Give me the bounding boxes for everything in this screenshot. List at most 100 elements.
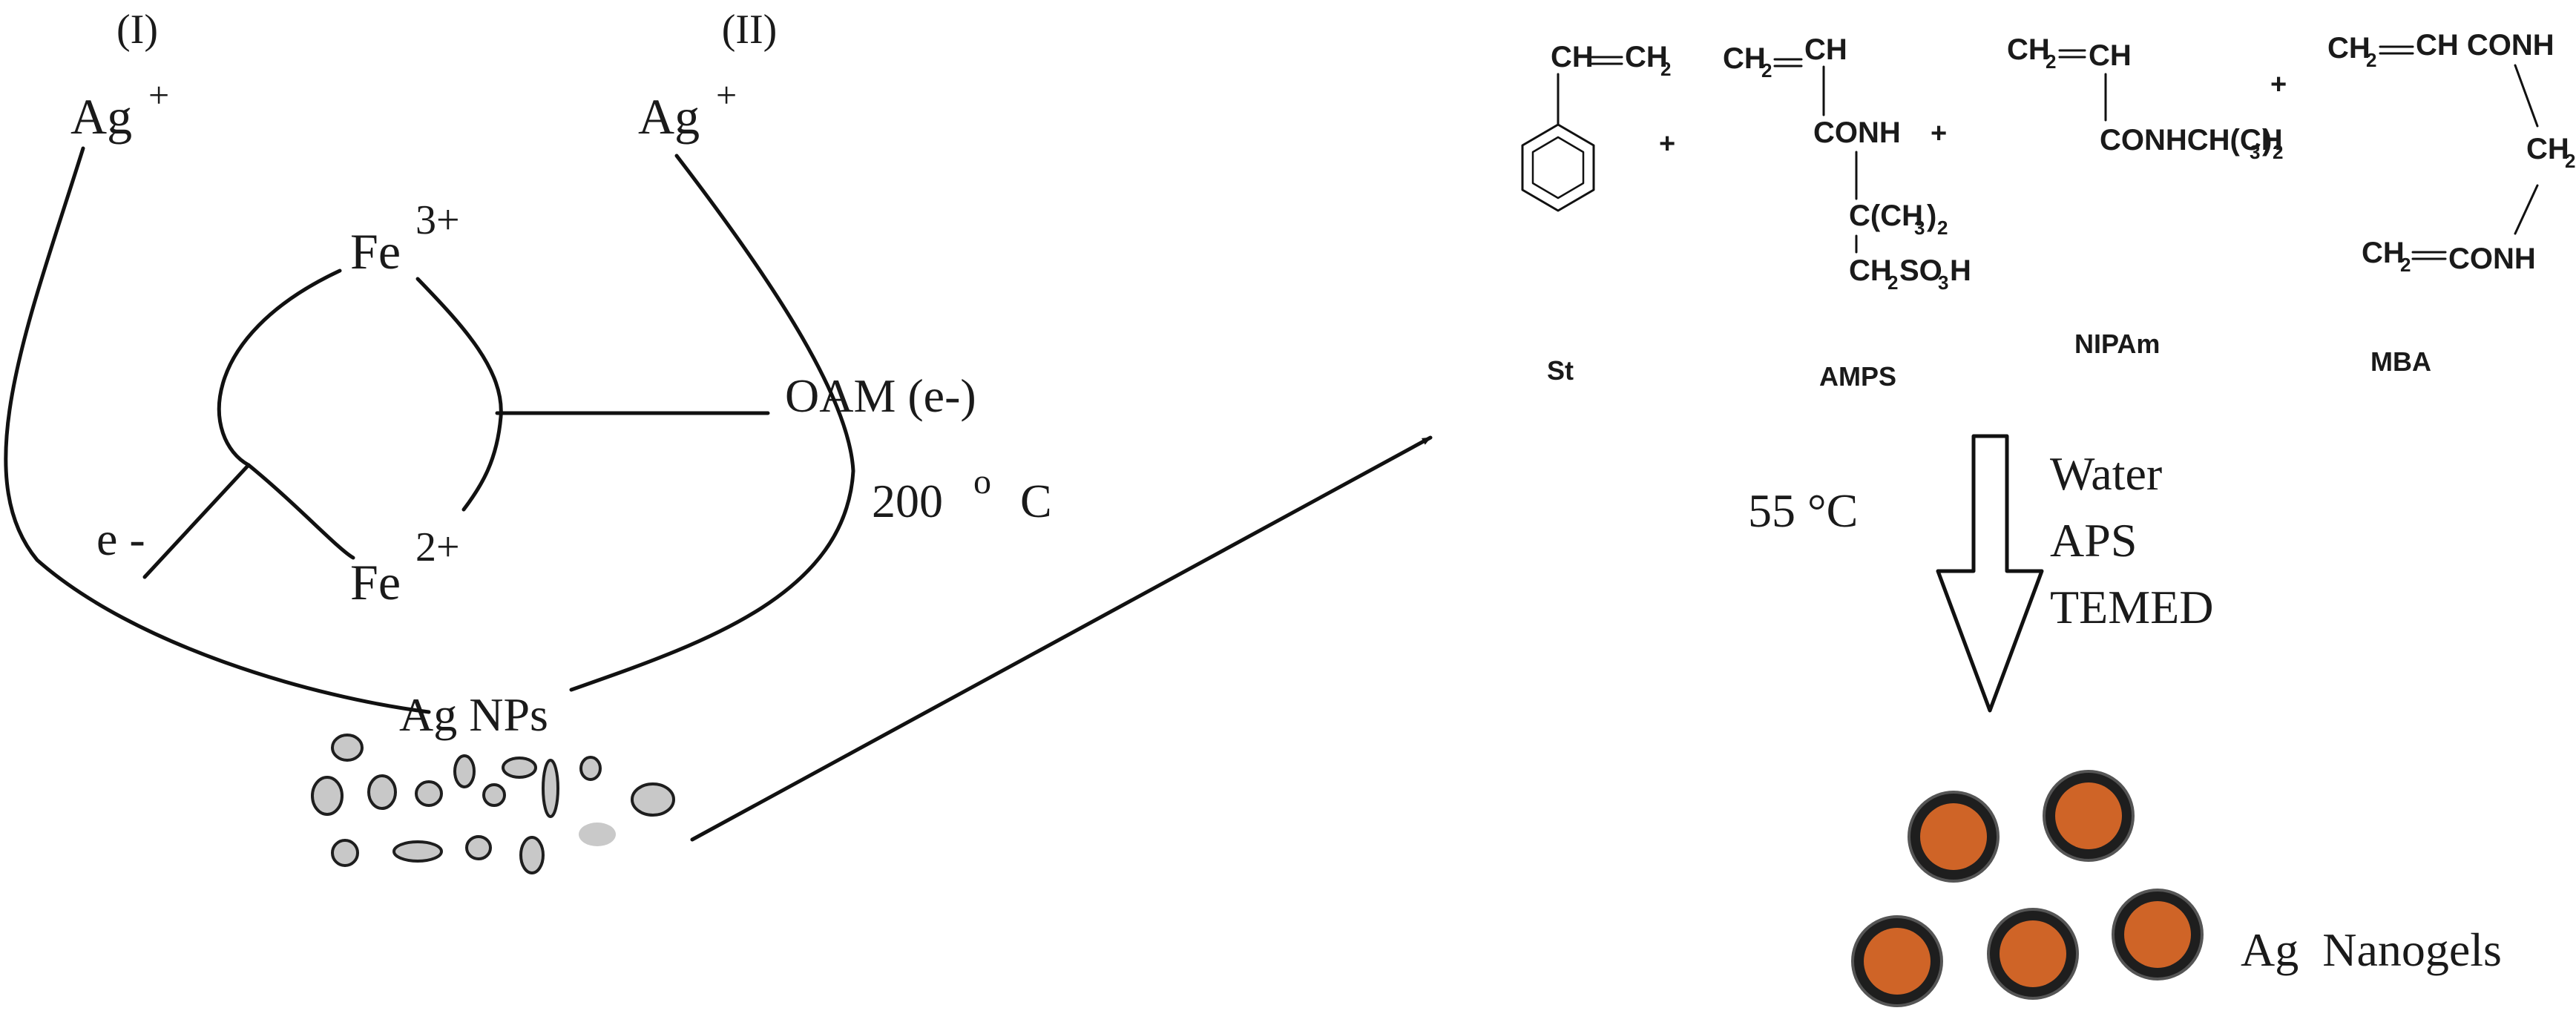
amps-ch2so3h-c: H (1950, 254, 1971, 287)
amps-top-ch2: CH (1723, 42, 1766, 75)
nipam-top-ch2-sub: 2 (2046, 50, 2056, 73)
fe2-symbol: Fe (350, 554, 401, 610)
styrene-structure: CH CH 2 St (1521, 41, 1671, 386)
st-vinyl-ch: CH (1551, 41, 1594, 73)
nipam-amide-sub2: 2 (2273, 141, 2283, 163)
mba-bottom-ch2: CH (2362, 237, 2405, 269)
mba-structure: CH 2 CH CONH CH 2 CH 2 CONH MBA (2327, 29, 2575, 377)
route-1-label: (I) (116, 7, 158, 53)
mba-bond (2514, 64, 2539, 128)
ag-nanoparticle (482, 783, 506, 807)
amps-c-group: C(CH (1849, 200, 1923, 232)
nipam-amide-sub: 3 (2250, 141, 2260, 163)
reagent-temed: TEMED (2050, 581, 2213, 633)
mba-bond (2514, 184, 2539, 235)
fe3-symbol: Fe (350, 223, 401, 280)
st-name: St (1547, 355, 1574, 386)
route-1-path (4, 146, 431, 714)
ag-ion-1-charge: + (148, 74, 169, 116)
ag-nanoparticle (392, 840, 443, 863)
ag-nanoparticle (415, 780, 443, 807)
amps-c-group-sub: 3 (1914, 217, 1925, 239)
ag-nps-synthesis: (I) (II) Ag + Ag + Fe 3+ Fe 2+ e - OAM (… (4, 7, 1433, 874)
ag-ion-2-symbol: Ag (638, 88, 700, 145)
ag-nps-label: Ag NPs (399, 688, 548, 741)
nanogel-particle-core (2055, 782, 2122, 849)
oam-label: OAM (e-) (785, 369, 976, 422)
plus-sign: + (1931, 118, 1947, 149)
ag-nanoparticle (331, 839, 359, 867)
benzene-ring (1521, 123, 1595, 212)
nanogel-particle-core (1864, 928, 1931, 995)
amps-ch2so3h-b: SO (1899, 254, 1942, 287)
plus-sign: + (2270, 69, 2287, 100)
ag-nanogels-label: Ag Nanogels (2241, 923, 2502, 976)
reagent-water: Water (2050, 447, 2162, 500)
ag-nanoparticle (542, 759, 559, 818)
ag-nanoparticle-faint (579, 823, 616, 846)
fe2-ion: Fe 2+ (350, 524, 460, 610)
fe-cycle-left-arc (217, 268, 355, 560)
temperature-55: 55 °C (1748, 484, 1858, 537)
ag-nanoparticle (453, 754, 476, 788)
electron-label: e - (96, 512, 145, 565)
nipam-top-ch: CH (2089, 39, 2132, 72)
nanogel-particle-core (2124, 901, 2191, 968)
ag-nanoparticle (502, 757, 537, 779)
temperature-200-unit: C (1020, 475, 1052, 527)
electron-link (142, 463, 251, 579)
ag-nanogels: Ag Nanogels (1851, 770, 2502, 1007)
mba-middle: CH (2526, 133, 2569, 165)
ag-nanoparticle (311, 776, 344, 816)
amps-c-group-sub2: 2 (1937, 217, 1948, 239)
amps-ch2so3h-sub2: 3 (1938, 271, 1948, 294)
amps-ch2so3h-a: CH (1849, 254, 1892, 287)
reaction-arrow (1936, 434, 2044, 713)
temperature-200: 200 o C (872, 462, 1052, 527)
ag-nanoparticle (631, 782, 675, 817)
monomer-structures: CH CH 2 St + CH 2 CH CONH C(CH 3 ) 2 (1521, 29, 2575, 392)
ag-nanoparticle (579, 756, 602, 781)
ag-ion-2: Ag + (638, 74, 737, 145)
route-2-path (569, 154, 855, 692)
ag-ion-1-symbol: Ag (70, 88, 132, 145)
route-2-label: (II) (722, 7, 778, 53)
ag-nanoparticle (367, 774, 397, 810)
ag-nanoparticle (519, 836, 545, 874)
amps-c-group-close: ) (1927, 200, 1936, 232)
temperature-200-value: 200 (872, 475, 943, 527)
plus-sign: + (1659, 128, 1675, 159)
amps-ch2so3h-sub1: 2 (1887, 271, 1898, 294)
nipam-amide: CONHCH(CH (2100, 124, 2283, 156)
ag-ion-1: Ag + (70, 74, 169, 145)
benzene-inner-ring (1531, 136, 1585, 200)
amps-name: AMPS (1819, 361, 1896, 392)
amps-conh: CONH (1813, 116, 1901, 149)
amps-top-ch2-sub: 2 (1761, 59, 1772, 82)
mba-middle-sub: 2 (2565, 150, 2575, 172)
fe3-charge: 3+ (415, 197, 460, 243)
ag-nanoparticle (465, 835, 492, 860)
mba-name: MBA (2370, 346, 2431, 377)
nanogel-particle-core (1920, 803, 1987, 870)
nipam-amide-close: ) (2262, 124, 2272, 156)
temperature-200-degree: o (973, 462, 991, 501)
mba-bottom-rest: CONH (2448, 243, 2536, 275)
nipam-top-ch2: CH (2007, 33, 2050, 66)
st-vinyl-ch2: CH (1625, 41, 1668, 73)
nipam-structure: CH 2 CH CONHCH(CH 3 ) 2 NIPAm (2007, 33, 2283, 359)
fe-cycle-right-arc (415, 277, 503, 512)
fe3-ion: Fe 3+ (350, 197, 460, 280)
mba-top-rest: CH CONH (2416, 29, 2554, 62)
reagent-aps: APS (2050, 514, 2137, 567)
transfer-arrow (690, 435, 1433, 842)
ag-ion-2-charge: + (716, 74, 737, 116)
mba-top-ch2-sub: 2 (2366, 49, 2376, 71)
nanogel-particle-core (2000, 920, 2066, 987)
polymerization-conditions: 55 °C Water APS TEMED (1748, 434, 2213, 713)
mba-top-ch2: CH (2327, 32, 2370, 65)
ag-nanoparticle-cluster (311, 734, 675, 874)
nipam-name: NIPAm (2074, 329, 2160, 359)
amps-structure: CH 2 CH CONH C(CH 3 ) 2 CH 2 SO 3 H AMPS (1723, 33, 1971, 392)
